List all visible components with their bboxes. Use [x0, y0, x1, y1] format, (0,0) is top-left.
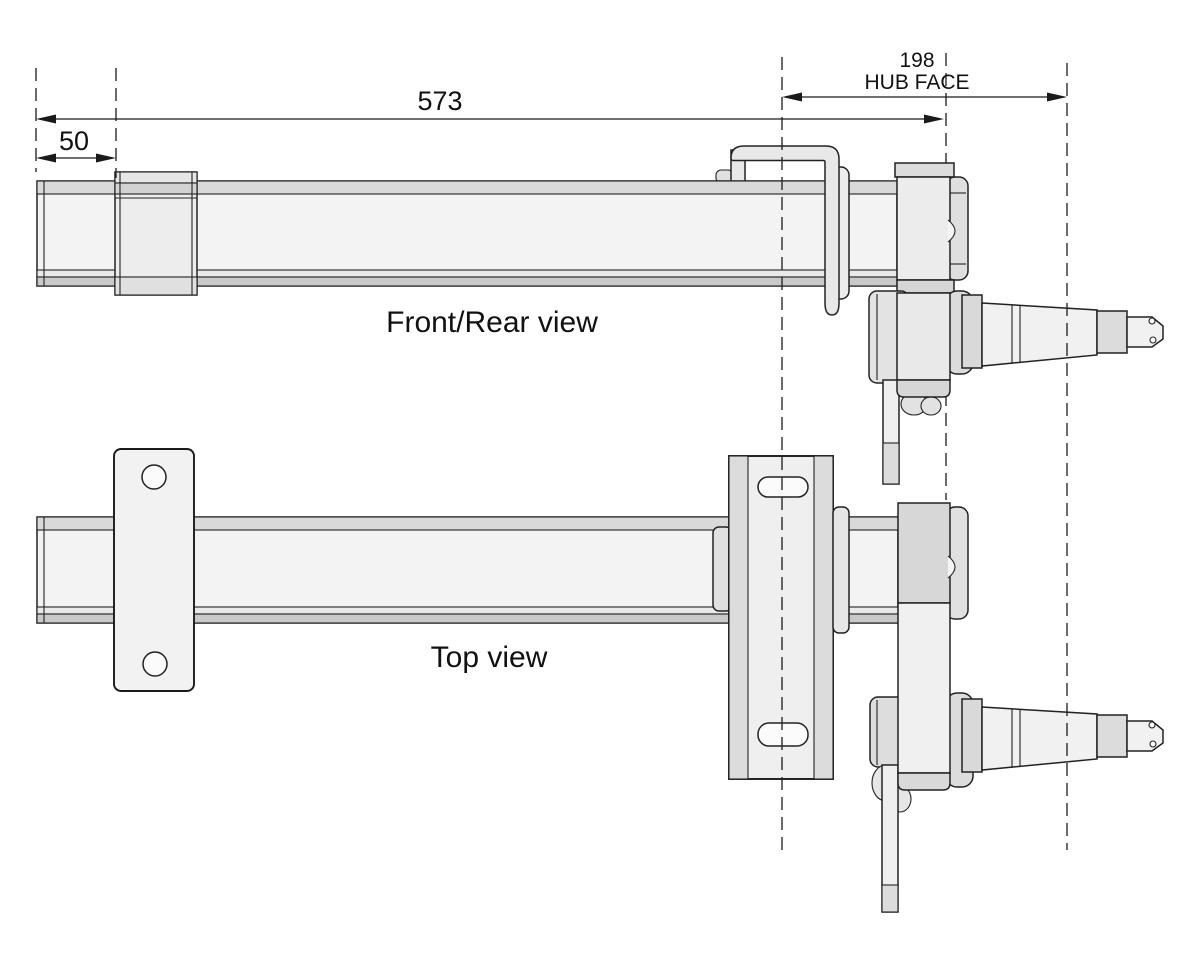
beam-sleeve-right: [832, 506, 850, 634]
top-view-label: Top view: [431, 641, 548, 674]
knuckle-top: [869, 502, 974, 913]
spindle-collar-top: [961, 698, 983, 773]
dust-boot-bellows-front-2: [920, 396, 942, 416]
slot-hole-top: [757, 476, 809, 498]
cotter-hole-top-1: [1148, 721, 1156, 729]
u-bolt: [730, 145, 840, 316]
knuckle-lower-body-top: [897, 602, 951, 774]
knuckle-upper-body-top: [897, 502, 951, 604]
knuckle-upper-body-front: [896, 176, 951, 281]
mounting-plate-left: [113, 448, 195, 692]
mounting-plate-center: [728, 455, 834, 780]
knuckle-mid-band-front: [896, 279, 955, 294]
cotter-hole-front-2: [1149, 336, 1157, 344]
front-rear-view: [36, 145, 1164, 485]
spindle-taper-top: [981, 706, 1098, 771]
kingpin-notch-top: [947, 555, 956, 579]
dimension-573: 573: [36, 86, 944, 124]
dim-198-label: 198: [899, 49, 934, 72]
knuckle-top-cap-front: [894, 162, 955, 178]
cotter-hole-front-1: [1148, 317, 1156, 325]
knuckle-bottom-cap-top: [897, 772, 951, 791]
spindle-end-front: [1126, 316, 1164, 348]
dimension-198-hub-face: 198 HUB FACE: [782, 49, 1067, 102]
spindle-seat-band-front: [1096, 310, 1128, 354]
centerlines: [35, 57, 1068, 855]
spindle-end-top: [1126, 720, 1164, 752]
top-view: [36, 448, 1164, 913]
hub-face-label: HUB FACE: [864, 71, 969, 94]
knuckle-lower-body-front: [896, 292, 951, 381]
front-rear-view-label: Front/Rear view: [386, 306, 598, 339]
spindle-taper-front: [981, 302, 1098, 367]
dim-573-label: 573: [417, 86, 462, 116]
spindle-top: [961, 698, 1164, 773]
dim-50-label: 50: [59, 126, 89, 156]
bolt-hole-bottom: [142, 651, 168, 677]
cotter-hole-top-2: [1149, 740, 1157, 748]
spring-clamp-left: [114, 171, 198, 296]
spindle-front: [961, 294, 1164, 369]
dimension-50: 50: [36, 126, 116, 163]
knuckle-bottom-cap-front: [896, 379, 951, 398]
spindle-seat-band-top: [1096, 714, 1128, 758]
slot-hole-bottom: [757, 722, 809, 747]
knuckle-front: [868, 162, 974, 485]
axle-beam-front: [36, 180, 898, 287]
bolt-hole-top: [141, 464, 167, 490]
kingpin-notch-front: [947, 219, 956, 243]
spindle-collar-front: [961, 294, 983, 369]
